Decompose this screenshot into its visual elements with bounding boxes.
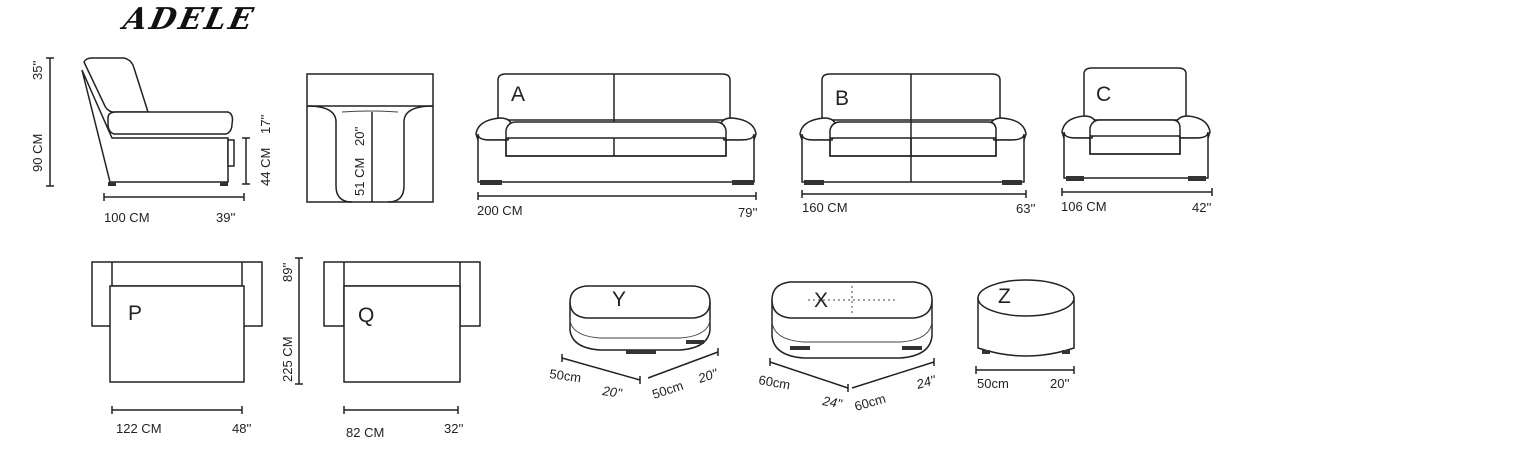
chair-c-foot	[1188, 176, 1206, 181]
sofa-a-in-label: 79''	[738, 205, 757, 220]
ottoman-y-d1-cm-label: 50cm	[549, 366, 583, 385]
sleeper-q-cm-label: 82 CM	[346, 425, 384, 440]
depth-in-label: 39''	[216, 210, 235, 225]
chair-c-label: C	[1096, 83, 1111, 106]
sofa-a-foot	[480, 180, 502, 185]
ottoman-z: Z 50cm 20''	[975, 279, 1075, 391]
ottoman-x-d1-cm-label: 60cm	[757, 372, 791, 392]
ottoman-z-in-label: 20''	[1050, 376, 1069, 391]
seat-section-view: 20'' 51 CM	[306, 73, 434, 203]
chair-c-seat-cushion	[1089, 119, 1181, 137]
chair-c-cm-label: 106 CM	[1061, 199, 1107, 214]
inner-in-label: 20''	[352, 127, 367, 146]
height-in-label: 35''	[30, 61, 45, 80]
seat-cm-label: 44 CM	[258, 148, 273, 186]
ottoman-z-foot	[982, 350, 990, 354]
ottoman-x-foot	[902, 346, 922, 350]
ottoman-y-d2-in-label: 20''	[695, 365, 720, 386]
sleeper-p-label: P	[128, 302, 142, 325]
ottoman-y-foot	[626, 350, 656, 354]
ottoman-x-label: X	[814, 289, 828, 312]
ottoman-x: X 60cm 24'' 60cm 24''	[757, 281, 938, 414]
sofa-a: A 200 CM 79''	[475, 73, 757, 220]
ottoman-y-foot	[686, 340, 704, 344]
inner-cm-label: 51 CM	[352, 158, 367, 196]
section-frame	[306, 73, 434, 203]
sofa-a-cm-label: 200 CM	[477, 203, 523, 218]
sofa-b-foot	[1002, 180, 1022, 185]
ottoman-z-foot	[1062, 350, 1070, 354]
sleeper-q-label: Q	[358, 304, 374, 327]
seat-in-label: 17''	[258, 115, 273, 134]
ottoman-x-d2-in-label: 24''	[914, 372, 938, 392]
depth-cm-label: 100 CM	[104, 210, 150, 225]
side-backrest	[83, 57, 150, 113]
chair-c: C 106 CM 42''	[1061, 67, 1213, 215]
sofa-b-base	[801, 133, 1025, 183]
side-foot	[108, 182, 116, 186]
side-armrest	[227, 139, 235, 167]
product-title: ADELE	[120, 2, 259, 37]
ottoman-z-label: Z	[998, 285, 1011, 308]
sleeper-q: Q 82 CM 32''	[323, 261, 481, 440]
sofa-b-foot	[804, 180, 824, 185]
ottoman-x-foot	[790, 346, 810, 350]
ottoman-y-label: Y	[612, 288, 626, 311]
ottoman-y: Y 50cm 20'' 50cm 20''	[549, 285, 720, 402]
side-seat-cushion	[107, 111, 234, 135]
height-cm-label: 90 CM	[30, 134, 45, 172]
ottoman-z-top	[977, 279, 1075, 317]
chair-c-in-label: 42''	[1192, 200, 1211, 215]
chair-c-foot	[1066, 176, 1084, 181]
sofa-b: B 160 CM 63''	[799, 73, 1035, 216]
sleeper-length-in-label: 89''	[280, 263, 295, 282]
sofa-b-in-label: 63''	[1016, 201, 1035, 216]
sleeper-p: P 122 CM 48''	[91, 261, 263, 436]
sleeper-p-mattress	[109, 285, 245, 383]
sleeper-length-dimension: 89'' 225 CM	[280, 257, 303, 385]
ottoman-y-top	[569, 285, 711, 319]
sofa-a-seat-cushion	[505, 121, 727, 139]
ottoman-y-d2-cm-label: 50cm	[650, 378, 685, 402]
sofa-a-label: A	[511, 83, 525, 106]
ottoman-x-d1-in-label: 24''	[820, 393, 843, 411]
sleeper-p-in-label: 48''	[232, 421, 251, 436]
ottoman-y-d1-in-label: 20''	[601, 383, 624, 401]
sofa-b-seat-cushion	[829, 121, 997, 139]
sofa-b-cm-label: 160 CM	[802, 200, 848, 215]
chair-c-base	[1063, 131, 1209, 179]
sofa-a-base	[477, 133, 755, 183]
ottoman-x-d2-cm-label: 60cm	[853, 391, 888, 414]
ottoman-z-cm-label: 50cm	[977, 376, 1009, 391]
sofa-a-foot	[732, 180, 754, 185]
sleeper-length-cm-label: 225 CM	[280, 336, 295, 382]
sofa-b-label: B	[835, 87, 849, 110]
side-foot	[220, 182, 228, 186]
chair-c-backrest	[1083, 67, 1187, 121]
chair-c-right-arm-top	[1175, 115, 1211, 139]
sleeper-q-in-label: 32''	[444, 421, 463, 436]
ottoman-x-top	[771, 281, 933, 319]
side-view: 35'' 90 CM 17'' 44 CM 100 CM 39''	[30, 57, 273, 225]
sleeper-p-cm-label: 122 CM	[116, 421, 162, 436]
sleeper-q-mattress	[343, 285, 461, 383]
